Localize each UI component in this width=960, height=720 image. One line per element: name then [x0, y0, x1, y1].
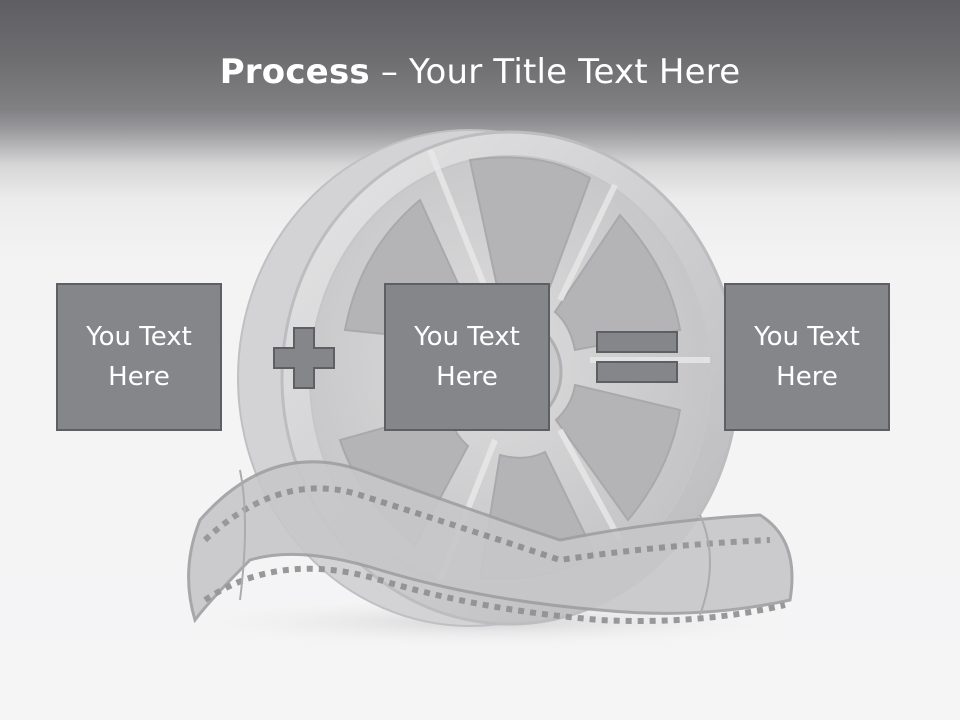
process-box-2-line1: You Text: [414, 322, 520, 352]
process-box-1-line1: You Text: [86, 322, 192, 352]
title-strong: Process: [219, 52, 370, 92]
process-box-3-line1: You Text: [754, 322, 860, 352]
equals-icon: [596, 331, 678, 383]
slide-title: Process – Your Title Text Here: [0, 52, 960, 92]
title-rest: – Your Title Text Here: [369, 52, 741, 92]
process-box-3-line2: Here: [776, 362, 838, 392]
plus-icon: [273, 327, 335, 389]
process-box-3: You Text Here: [724, 283, 890, 431]
process-box-2: You Text Here: [384, 283, 550, 431]
film-strip: [187, 460, 794, 624]
process-box-1-line2: Here: [108, 362, 170, 392]
process-box-1: You Text Here: [56, 283, 222, 431]
process-box-2-line2: Here: [436, 362, 498, 392]
